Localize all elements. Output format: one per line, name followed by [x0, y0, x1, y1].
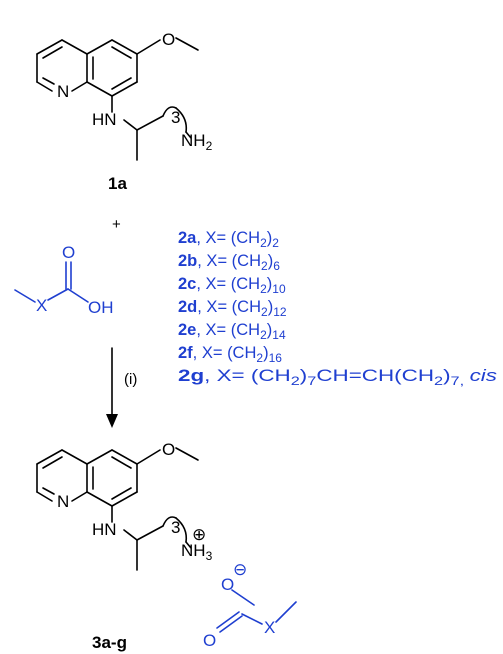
atom-nh2-1a: NH2 [181, 131, 213, 153]
structure-acid-2 [14, 261, 89, 303]
atom-n-3: N [57, 492, 69, 511]
structure-3a-g [36, 447, 199, 571]
carboxylate-charge: ⊖ [233, 560, 247, 579]
compound-label-3a-g: 3a-g [92, 633, 127, 652]
atom-oh-acid: OH [88, 298, 114, 317]
legend-item-2a: 2a, X= (CH2)2 [178, 229, 279, 250]
atom-n-1a: N [57, 82, 69, 101]
atom-hn-3: HN [92, 520, 117, 539]
substituent-legend: 2a, X= (CH2)2 2b, X= (CH2)6 2c, X= (CH2)… [178, 229, 497, 388]
structure-1a [36, 37, 199, 161]
reaction-condition: (i) [124, 371, 137, 388]
legend-item-2c: 2c, X= (CH2)10 [178, 275, 286, 296]
structure-carboxylate [216, 589, 297, 633]
atom-x-carboxylate: X [264, 618, 275, 637]
reaction-arrow [106, 347, 118, 428]
chain-count-3: 3 [171, 518, 180, 537]
legend-item-2d: 2d, X= (CH2)12 [178, 298, 287, 319]
ammonium-charge: ⊕ [192, 525, 206, 544]
atom-o-3: O [162, 440, 175, 459]
legend-item-2b: 2b, X= (CH2)6 [178, 252, 280, 273]
atom-nh3-3: NH3 [181, 541, 213, 563]
plus-sign: + [112, 216, 121, 233]
atom-x-acid: X [36, 296, 47, 315]
compound-label-1a: 1a [108, 174, 127, 193]
atom-o-acid: O [62, 243, 75, 262]
atom-o-minus: O [221, 575, 234, 594]
atom-o-carbonyl: O [203, 631, 216, 650]
legend-item-2e: 2e, X= (CH2)14 [178, 321, 286, 342]
atom-hn-1a: HN [92, 110, 117, 129]
legend-item-2f: 2f, X= (CH2)16 [178, 344, 282, 365]
chain-count-1a: 3 [171, 108, 180, 127]
atom-o-1a: O [162, 30, 175, 49]
